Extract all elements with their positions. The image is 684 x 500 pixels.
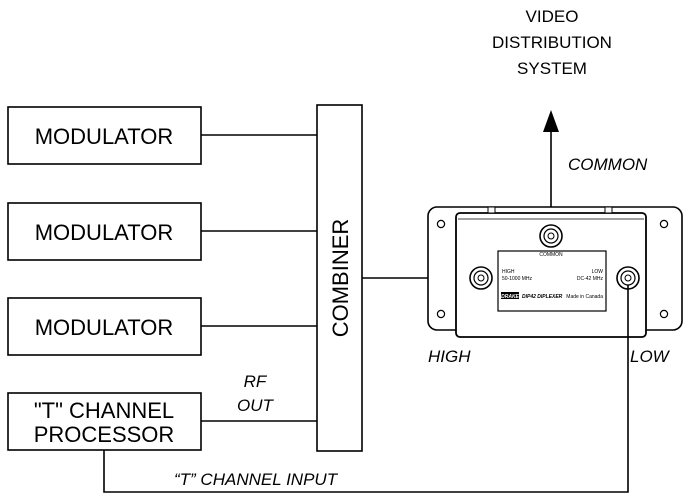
out-label: OUT xyxy=(237,396,275,415)
rf-label: RF xyxy=(244,372,268,391)
mount-hole-icon xyxy=(436,219,446,229)
modulator-label-1: MODULATOR xyxy=(35,124,174,149)
brand-text: DRAKE xyxy=(501,294,519,300)
modulator-box-3 xyxy=(7,297,202,356)
combiner-label: COMBINER xyxy=(328,219,353,338)
screw-icon xyxy=(487,206,496,214)
common-label: COMMON xyxy=(568,155,648,174)
brand-logo xyxy=(501,292,519,299)
diplexer-unit: HIGH 50-1000 MHz LOW DC-42 MHz DRAKE DIP… xyxy=(427,206,683,338)
mount-hole-icon xyxy=(436,309,446,319)
destination-line-1: VIDEO xyxy=(526,7,579,26)
combiner-box xyxy=(316,104,363,452)
mount-hole-icon xyxy=(659,219,669,229)
common-port-text: COMMON xyxy=(539,252,563,258)
modulator-label-2: MODULATOR xyxy=(35,220,174,245)
low-port-text: LOW xyxy=(592,269,604,275)
high-label: HIGH xyxy=(428,347,471,366)
low-range-text: DC-42 MHz xyxy=(577,276,604,282)
modulator-box-2 xyxy=(7,202,202,261)
t-channel-input-line xyxy=(103,285,629,493)
common-connector-pin xyxy=(547,232,555,240)
low-connector-pin xyxy=(624,274,632,282)
destination-line-3: SYSTEM xyxy=(517,59,587,78)
mount-hole-icon xyxy=(659,309,669,319)
destination-line-2: DISTRIBUTION xyxy=(492,33,612,52)
processor-label-2: PROCESSOR xyxy=(34,422,175,447)
high-range-text: 50-1000 MHz xyxy=(502,276,533,282)
modulator-label-3: MODULATOR xyxy=(35,315,174,340)
high-connector-pin xyxy=(477,274,485,282)
t-channel-input-label: “T” CHANNEL INPUT xyxy=(174,470,339,489)
processor-label-1: "T" CHANNEL xyxy=(34,398,174,423)
up-arrow-icon xyxy=(543,110,559,132)
origin-text: Made in Canada xyxy=(566,294,603,300)
low-label: LOW xyxy=(630,347,671,366)
diplexer-label-plate xyxy=(497,250,607,312)
model-text: DIP42 DIPLEXER xyxy=(522,294,563,300)
high-port-text: HIGH xyxy=(502,269,515,275)
screw-icon xyxy=(604,206,613,214)
